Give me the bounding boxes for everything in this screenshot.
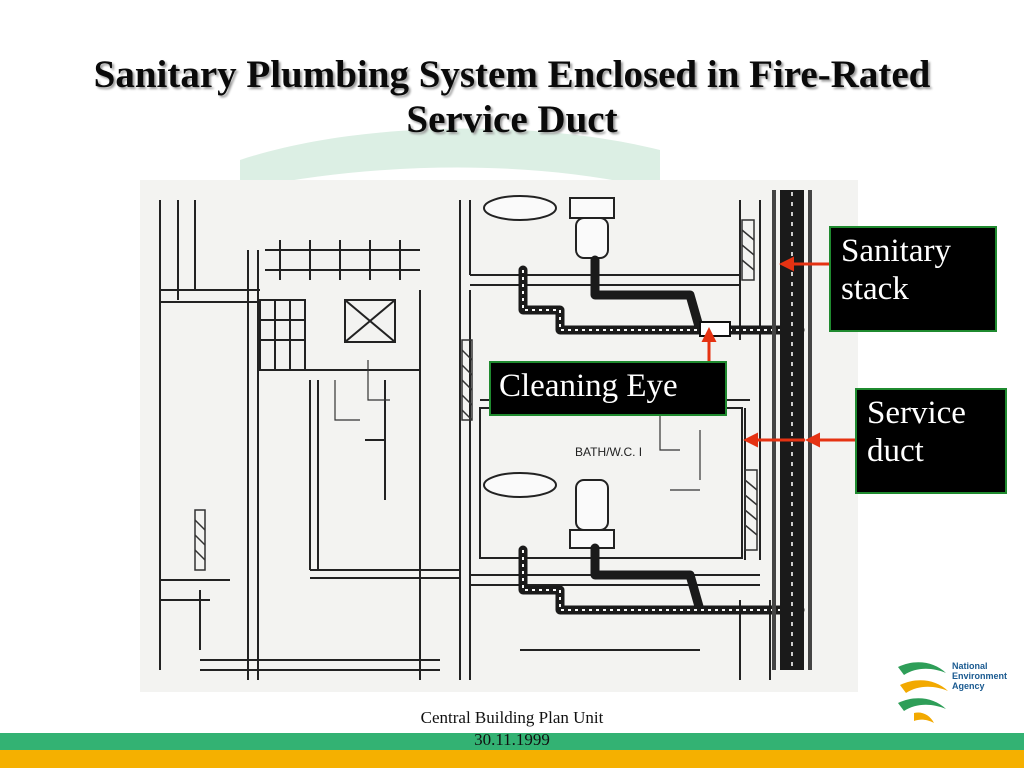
nea-logo-icon [898, 662, 948, 723]
background-swoosh [240, 128, 660, 190]
nea-logo: National Environment Agency [894, 655, 1024, 727]
room-label: BATH/W.C. I [575, 445, 642, 459]
footer-unit-name: Central Building Plan Unit [420, 708, 604, 727]
nea-logo-text: National Environment Agency [952, 661, 1008, 691]
footer-yellow-bar [0, 750, 1024, 768]
footer-green-bar [0, 733, 1024, 750]
footer-date: 30.11.1999 [474, 730, 550, 749]
sanitary-stack-label: Sanitary stack [829, 226, 997, 332]
floor-plan-drawing: BATH/W.C. I [140, 180, 858, 692]
slide-title: Sanitary Plumbing System Enclosed in Fir… [93, 53, 931, 141]
service-duct-label: Service duct [855, 388, 1007, 494]
cleaning-eye-label: Cleaning Eye [489, 361, 727, 416]
